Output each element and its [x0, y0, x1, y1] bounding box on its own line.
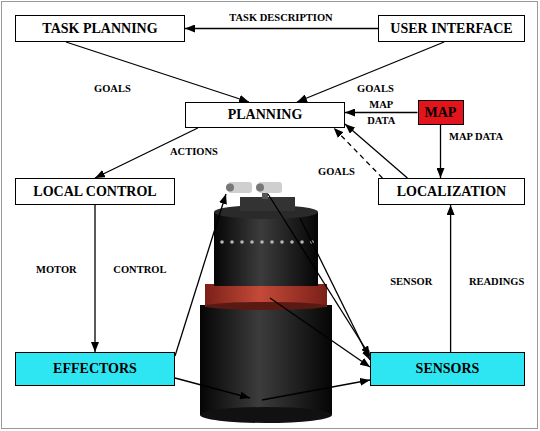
node-label: MAP	[425, 105, 457, 121]
node-label: TASK PLANNING	[42, 21, 157, 37]
node-label: SENSORS	[416, 361, 480, 377]
edge-label: MOTOR CONTROL	[36, 264, 166, 276]
task-box: TASK PLANNING	[15, 15, 185, 42]
connector-arrow	[345, 112, 418, 113]
map-box: MAP	[418, 100, 464, 125]
edge-label: GOALS	[92, 83, 133, 95]
interface-box: USER INTERFACE	[378, 15, 525, 42]
edge-label: GOALS	[316, 166, 357, 178]
hardware-box: EFFECTORS	[15, 352, 175, 386]
hardware-box: SENSORS	[370, 352, 525, 386]
node-label: EFFECTORS	[53, 361, 137, 377]
edge-label: TASK DESCRIPTION	[227, 12, 334, 24]
node-label: PLANNING	[228, 107, 303, 123]
connector-arrow	[185, 28, 378, 29]
robot	[200, 182, 332, 423]
process-box: PLANNING	[185, 102, 345, 128]
node-label: LOCALIZATION	[397, 184, 506, 200]
edge-label: SENSOR READINGS	[390, 276, 524, 288]
node-label: USER INTERFACE	[390, 21, 512, 37]
connector-arrow	[297, 42, 444, 102]
connector-arrow	[440, 125, 441, 178]
connector-arrow	[66, 42, 249, 102]
edge-label: ACTIONS	[168, 146, 220, 158]
connector-arrow	[94, 205, 95, 352]
process-box: LOCALIZATION	[378, 178, 525, 205]
robot-arrows	[175, 194, 370, 400]
edge-label: MAP DATA	[367, 97, 395, 129]
edge-label: MAP DATA	[447, 131, 505, 143]
node-label: LOCAL CONTROL	[33, 184, 156, 200]
process-box: LOCAL CONTROL	[15, 178, 175, 205]
edge-label: GOALS	[355, 83, 396, 95]
